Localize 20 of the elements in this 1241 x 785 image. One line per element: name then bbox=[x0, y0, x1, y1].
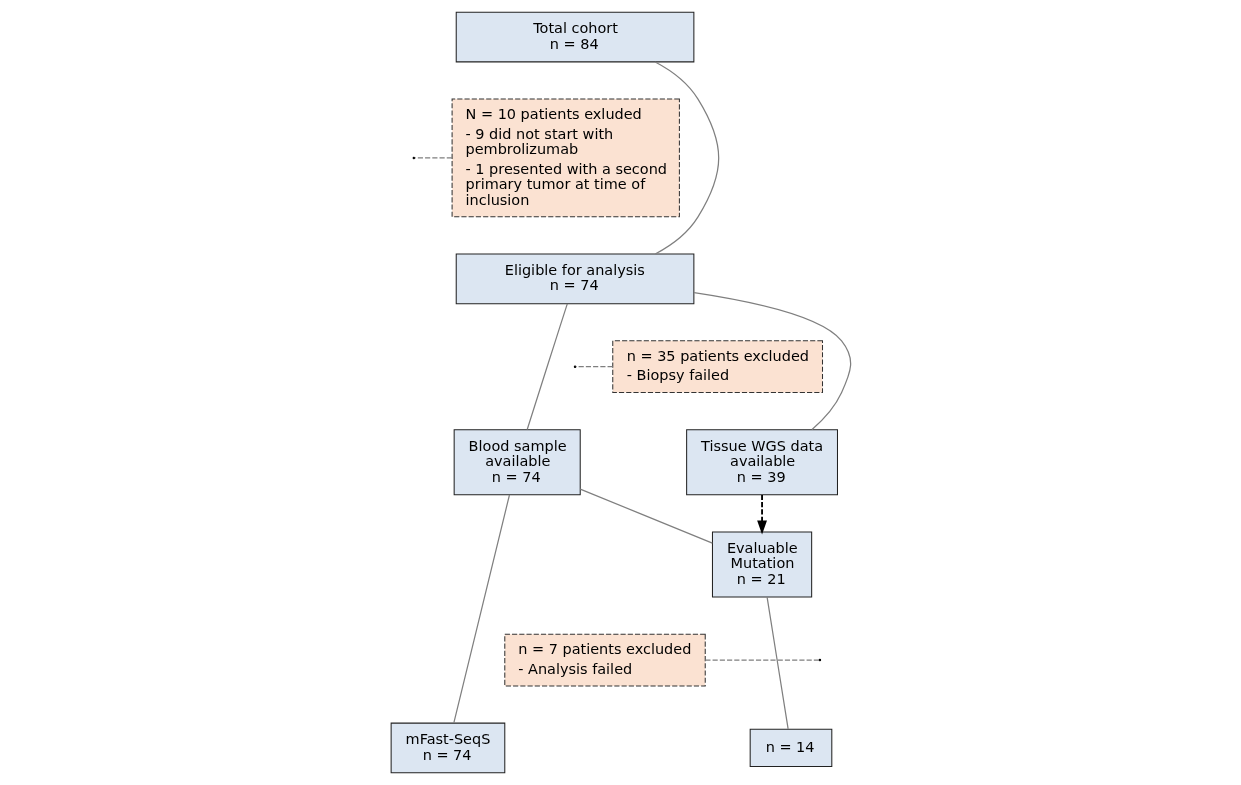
connector bbox=[579, 488, 713, 544]
connector bbox=[693, 291, 851, 431]
connector bbox=[413, 157, 453, 159]
connector bbox=[526, 303, 568, 431]
connector bbox=[452, 494, 510, 724]
connector bbox=[574, 366, 613, 368]
arrow bbox=[756, 494, 767, 535]
node-box: n = 35 patients excluded - Biopsy failed bbox=[611, 340, 823, 393]
node-box: n = 7 patients excluded - Analysis failed bbox=[503, 633, 706, 687]
node-box: mFast-SeqS n = 74 bbox=[390, 722, 505, 774]
node-box: Evaluable Mutation n = 21 bbox=[711, 531, 812, 598]
connector bbox=[766, 596, 789, 730]
node-box: N = 10 patients exluded - 9 did not start with pembrolizumab - 1 presented with a second primary tumor at time of inclusion bbox=[451, 98, 680, 218]
connector bbox=[704, 659, 820, 661]
node-box: n = 14 bbox=[749, 728, 832, 768]
node-box: Tissue WGS data available n = 39 bbox=[685, 429, 838, 496]
connector bbox=[654, 61, 719, 255]
node-box: Eligible for analysis n = 74 bbox=[455, 253, 694, 305]
node-box: Total cohort n = 84 bbox=[455, 11, 694, 63]
node-box: Blood sample available n = 74 bbox=[453, 429, 581, 496]
